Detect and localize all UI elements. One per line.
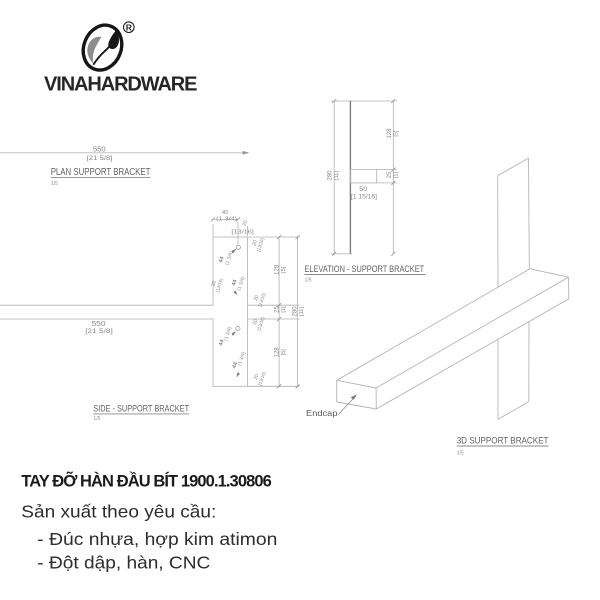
svg-text:[13/16]: [13/16] <box>256 316 265 331</box>
svg-text:(1 3/4): (1 3/4) <box>223 326 233 342</box>
svg-text:[11]: [11] <box>299 307 305 316</box>
svg-text:20: 20 <box>252 318 259 325</box>
svg-text:[13/16]: [13/16] <box>256 237 265 252</box>
svg-text:20: 20 <box>210 280 217 287</box>
svg-text:20: 20 <box>253 373 260 380</box>
svg-text:280: 280 <box>328 170 334 181</box>
svg-text:[13/16]: [13/16] <box>257 371 266 386</box>
svg-text:(1 3/4): (1 3/4) <box>236 276 246 292</box>
svg-text:44: 44 <box>218 339 226 347</box>
svg-text:128: 128 <box>387 128 393 139</box>
svg-text:VINAHARDWARE: VINAHARDWARE <box>44 74 198 96</box>
svg-text:TAY ĐỠ HÀN ĐẦU BÍT 1900.1.3080: TAY ĐỠ HÀN ĐẦU BÍT 1900.1.30806 <box>21 470 271 490</box>
svg-text:[1]: [1] <box>281 306 287 313</box>
svg-text:44: 44 <box>232 361 240 369</box>
svg-text:[5]: [5] <box>281 266 287 273</box>
svg-text:[1]: [1] <box>394 171 400 178</box>
svg-text:128: 128 <box>274 264 280 275</box>
svg-text:(1 3/4): (1 3/4) <box>216 217 237 223</box>
svg-text:[13/16]: [13/16] <box>215 278 224 293</box>
svg-text:25: 25 <box>274 306 280 313</box>
svg-text:(1 3/4): (1 3/4) <box>237 351 247 367</box>
svg-text:1/5: 1/5 <box>457 450 464 456</box>
svg-text:Sản xuất theo yêu cầu:: Sản xuất theo yêu cầu: <box>21 502 216 522</box>
svg-text:[13/16]: [13/16] <box>231 230 254 236</box>
svg-text:20: 20 <box>253 294 260 301</box>
svg-text:1/5: 1/5 <box>51 181 58 187</box>
svg-text:25: 25 <box>387 171 393 178</box>
svg-text:[21 5/8]: [21 5/8] <box>85 328 113 335</box>
svg-text:[11]: [11] <box>334 171 340 180</box>
svg-text:[13/16]: [13/16] <box>257 292 266 307</box>
svg-text:PLAN SUPPORT BRACKET: PLAN SUPPORT BRACKET <box>51 167 151 178</box>
svg-text:ELEVATION - SUPPORT BRACKET: ELEVATION - SUPPORT BRACKET <box>304 264 424 274</box>
svg-text:(1 3/4): (1 3/4) <box>224 250 234 266</box>
svg-text:550: 550 <box>92 321 106 328</box>
svg-text:[5]: [5] <box>394 130 400 137</box>
svg-text:[1 15/16]: [1 15/16] <box>351 194 377 201</box>
svg-text:R: R <box>126 22 133 32</box>
svg-text:44: 44 <box>218 256 226 264</box>
svg-text:SIDE - SUPPORT BRACKET: SIDE - SUPPORT BRACKET <box>93 404 189 414</box>
svg-text:280: 280 <box>292 306 298 317</box>
svg-text:128: 128 <box>274 347 280 358</box>
svg-text:Endcap: Endcap <box>306 408 338 418</box>
svg-text:1/5: 1/5 <box>305 277 312 283</box>
svg-text:- Đúc nhựa, hợp kim atimon: - Đúc nhựa, hợp kim atimon <box>37 529 277 549</box>
svg-text:[21 5/8]: [21 5/8] <box>87 155 113 162</box>
svg-text:[5]: [5] <box>281 349 287 356</box>
svg-text:20: 20 <box>242 220 249 227</box>
svg-text:44: 44 <box>231 279 239 287</box>
svg-text:3D SUPPORT BRACKET: 3D SUPPORT BRACKET <box>457 436 549 446</box>
svg-text:1/5: 1/5 <box>94 416 101 422</box>
svg-text:20: 20 <box>251 239 258 246</box>
svg-text:- Đột dập, hàn, CNC: - Đột dập, hàn, CNC <box>37 552 210 572</box>
svg-text:550: 550 <box>93 146 106 153</box>
svg-text:50: 50 <box>359 186 367 193</box>
svg-text:45: 45 <box>222 210 229 216</box>
